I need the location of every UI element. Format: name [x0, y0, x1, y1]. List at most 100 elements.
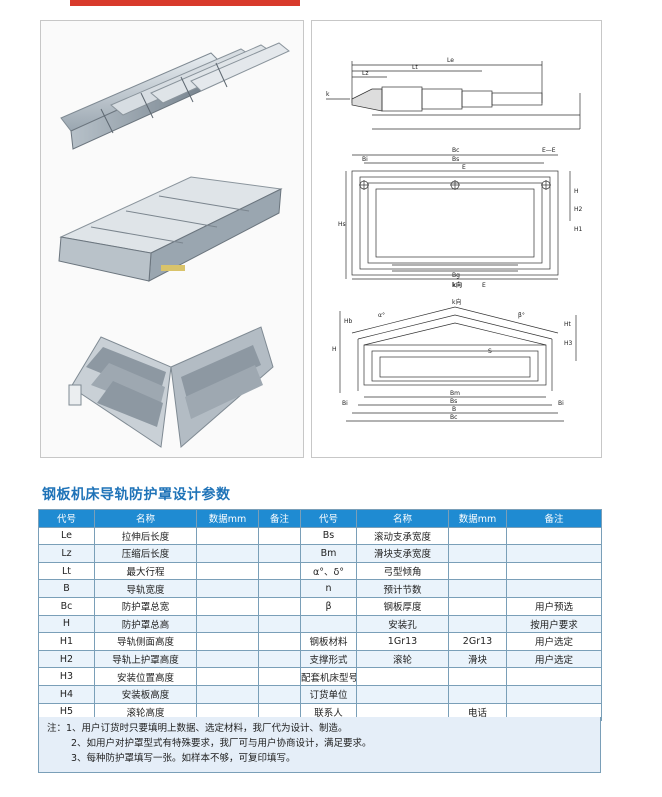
table-cell[interactable] [448, 614, 507, 634]
col-header-remark-2: 备注 [506, 509, 602, 528]
table-header-row: 代号 名称 数据mm 备注 代号 名称 数据mm 备注 [38, 509, 602, 528]
table-cell [258, 526, 301, 546]
table-cell[interactable] [196, 544, 259, 563]
table-cell[interactable] [196, 596, 259, 616]
table-cell: 导轨宽度 [94, 579, 197, 598]
table-cell: n [300, 579, 357, 598]
note-3: 3、每种防护罩填写一张。如样本不够，可复印填写。 [71, 753, 296, 764]
table-cell[interactable] [196, 649, 259, 669]
table-cell[interactable]: 2Gr13 [448, 632, 507, 651]
table-cell: H5 [38, 702, 95, 722]
label-ht: Ht [564, 321, 572, 328]
table-cell [506, 526, 602, 546]
table-cell: 滑块支承宽度 [356, 544, 449, 563]
label-h-arch: H [332, 346, 337, 353]
table-cell[interactable] [448, 579, 507, 598]
table-cell [356, 684, 449, 704]
table-cell: 订货单位 [300, 684, 357, 704]
table-cell: 钢板材料 [300, 632, 357, 651]
table-cell[interactable] [196, 702, 259, 722]
table-cell: B [38, 579, 95, 598]
label-hb: Hb [344, 318, 353, 325]
label-s: S [488, 348, 492, 355]
table-cell: 预计节数 [356, 579, 449, 598]
table-cell: 导轨上护罩高度 [94, 649, 197, 669]
table-cell[interactable] [448, 526, 507, 546]
label-bs-arch: Bs [450, 398, 457, 405]
table-cell: 用户选定 [506, 632, 602, 651]
note-2: 2、如用户对护罩型式有特殊要求，我厂可与用户协商设计，满足要求。 [71, 738, 372, 749]
table-cell: H4 [38, 684, 95, 704]
col-header-code-2: 代号 [300, 509, 357, 528]
table-cell: H3 [38, 667, 95, 686]
table-cell [258, 579, 301, 598]
table-cell: 防护罩总宽 [94, 596, 197, 616]
label-b: B [452, 406, 456, 413]
table-cell[interactable]: 滑块 [448, 649, 507, 669]
label-bc: Bc [452, 147, 459, 154]
label-h2: H2 [574, 206, 583, 213]
table-cell[interactable]: 电话 [448, 702, 507, 722]
label-lz: Lz [362, 70, 369, 77]
table-cell[interactable] [448, 684, 507, 704]
product-photo-flat-cover [41, 23, 303, 163]
table-cell[interactable] [196, 579, 259, 598]
table-cell: 安装板高度 [94, 684, 197, 704]
col-header-remark: 备注 [258, 509, 301, 528]
technical-drawing-panel: Le Lt Lz k Bc Bs Bi E—E E Hs [311, 20, 602, 458]
table-cell: 滚动支承宽度 [356, 526, 449, 546]
table-cell: H [38, 614, 95, 634]
table-cell: H2 [38, 649, 95, 669]
section-title: 钢板机床导轨防护罩设计参数 [42, 487, 231, 503]
col-header-data-2: 数据mm [448, 509, 507, 528]
table-cell: 弓型倾角 [356, 561, 449, 581]
table-cell [258, 667, 301, 686]
table-cell: 按用户要求 [506, 614, 602, 634]
note-1: 注：1、用户订货时只要填明上数据、选定材料，我厂代为设计、制造。 [47, 723, 348, 734]
label-alpha: α° [378, 312, 385, 319]
table-cell: β [300, 596, 357, 616]
table-cell[interactable] [196, 614, 259, 634]
table-cell[interactable] [448, 544, 507, 563]
table-cell [258, 649, 301, 669]
table-cell: 用户选定 [506, 649, 602, 669]
table-cell: 导轨侧面高度 [94, 632, 197, 651]
table-cell [506, 702, 602, 722]
table-cell[interactable] [196, 561, 259, 581]
table-cell [506, 561, 602, 581]
label-e2: E [482, 282, 486, 289]
table-cell [506, 544, 602, 563]
table-cell: 最大行程 [94, 561, 197, 581]
table-cell [506, 579, 602, 598]
table-cell: Le [38, 526, 95, 546]
table-cell: 1Gr13 [356, 632, 449, 651]
side-view-drawing: Le Lt Lz k [326, 57, 581, 130]
product-photo-telescopic-cover [41, 157, 303, 297]
label-ee: E—E [542, 147, 556, 154]
table-cell[interactable] [448, 596, 507, 616]
table-cell: 联系人 [300, 702, 357, 722]
label-h3: H3 [564, 340, 573, 347]
label-bs: Bs [452, 156, 459, 163]
table-cell: α°、δ° [300, 561, 357, 581]
top-red-strip [70, 0, 300, 6]
table-cell: 滚轮 [356, 649, 449, 669]
table-cell: 安装孔 [356, 614, 449, 634]
table-cell[interactable] [448, 667, 507, 686]
table-cell: Lz [38, 544, 95, 563]
table-cell[interactable] [196, 667, 259, 686]
label-le: Le [447, 57, 454, 64]
table-cell[interactable] [196, 632, 259, 651]
table-cell: 支撑形式 [300, 649, 357, 669]
label-lt: Lt [412, 64, 418, 71]
table-cell[interactable] [448, 561, 507, 581]
table-cell: 安装位置高度 [94, 667, 197, 686]
table-cell[interactable] [196, 526, 259, 546]
table-cell[interactable] [196, 684, 259, 704]
